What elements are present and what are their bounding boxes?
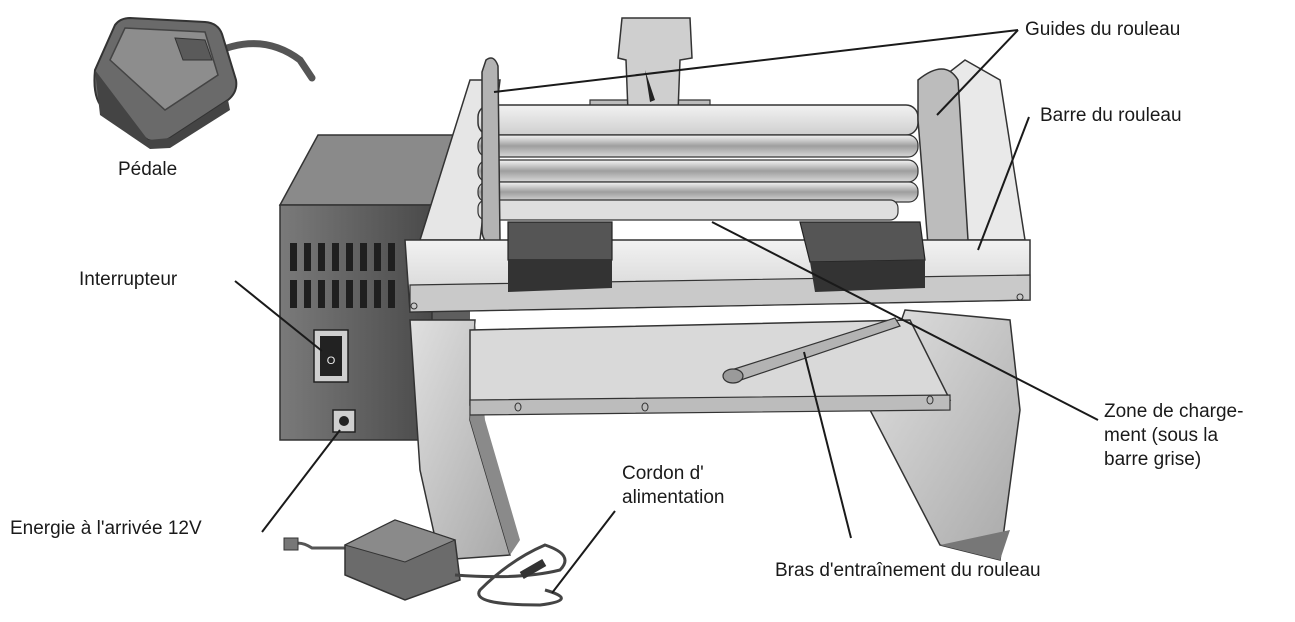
foot-pedal — [93, 16, 316, 149]
label-loading-zone: Zone de charge- ment (sous la barre gris… — [1104, 401, 1244, 470]
roller-drive-arm — [722, 317, 901, 384]
leader-line-cord — [551, 510, 616, 594]
power-adapter — [283, 519, 567, 607]
leader-line-guide-right — [936, 29, 1019, 116]
svg-text:O: O — [327, 355, 336, 367]
label-power-in: Energie à l'arrivée 12V — [10, 518, 202, 539]
label-switch: Interrupteur — [79, 269, 178, 290]
leader-line-roller-bar — [977, 116, 1030, 251]
leader-line-guide-left — [493, 29, 1019, 93]
label-power-cord: Cordon d' alimentation — [622, 463, 725, 508]
rollers — [477, 104, 919, 221]
roller-guides — [481, 57, 969, 246]
leader-line-loading-zone — [711, 221, 1099, 421]
label-drive-arm: Bras d'entraînement du rouleau — [775, 560, 1041, 581]
label-pedal: Pédale — [118, 159, 178, 180]
front-bar — [404, 221, 1031, 313]
leader-line-power-in — [261, 429, 341, 533]
leader-line-drive-arm — [803, 351, 852, 539]
leader-lines — [234, 29, 1099, 594]
leader-line-switch — [234, 280, 323, 352]
label-roller-guides: Guides du rouleau — [1025, 19, 1181, 40]
label-roller-bar: Barre du rouleau — [1040, 105, 1182, 126]
top-handle — [589, 17, 711, 113]
